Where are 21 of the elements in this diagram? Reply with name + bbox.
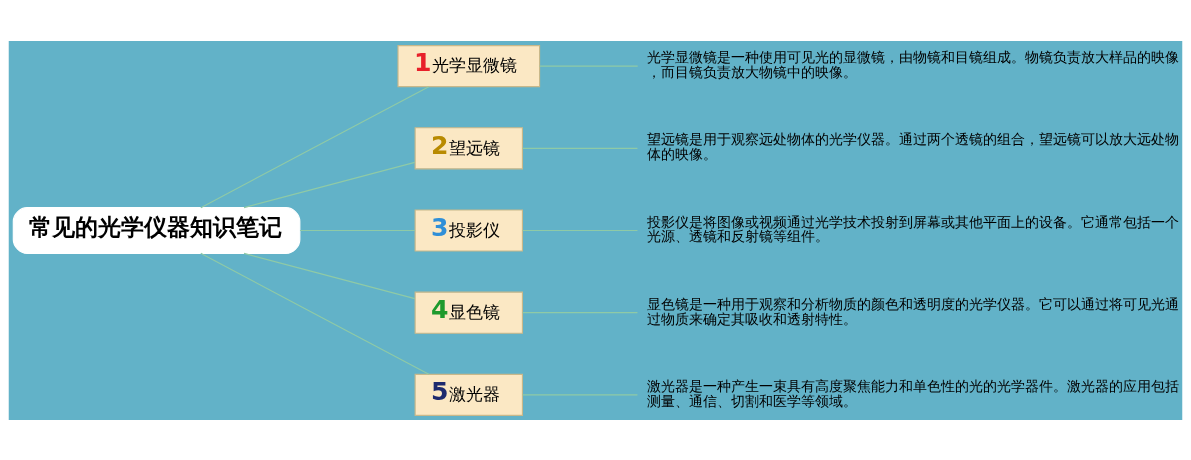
node-text: 显色镜是一种用于观察和分析物质的颜色和透明度的光学仪器。它可以通过将可见光通过物质来确定其吸收和透射特性。: [646, 295, 1179, 327]
connector: [522, 147, 638, 149]
node-text: 光学显微镜是一种使用可见光的显微镜，由物镜和目镜组成。物镜负责放大样品的映像，而目镜负责放大物镜中的映像。: [646, 48, 1179, 80]
node-box: 5激光器: [414, 373, 523, 416]
connector: [299, 229, 416, 231]
node-box: 2望远镜: [414, 126, 523, 169]
node-box: 常见的光学仪器知识笔记: [12, 206, 301, 254]
connector: [200, 252, 430, 375]
connector: [522, 311, 638, 313]
node-box: 4显色镜: [414, 291, 523, 334]
node-box: 3投影仪: [414, 208, 523, 252]
connector: [522, 393, 638, 395]
connector: [243, 252, 416, 299]
connector: [200, 85, 430, 208]
node-text: 望远镜是用于观察远处物体的光学仪器。通过两个透镜的组合，望远镜可以放大远处物体的映像。: [646, 130, 1179, 162]
connector: [539, 65, 639, 67]
node-box: 1光学显微镜: [397, 44, 541, 87]
connector: [243, 161, 416, 208]
node-text: 激光器是一种产生一束具有高度聚焦能力和单色性的光的光学器件。激光器的应用包括测量、通信、切割和医学等领域。: [646, 377, 1179, 409]
connector: [522, 229, 638, 231]
node-text: 投影仪是将图像或视频通过光学技术投射到屏幕或其他平面上的设备。它通常包括一个光源、透镜和反射镜等组件。: [646, 213, 1179, 244]
